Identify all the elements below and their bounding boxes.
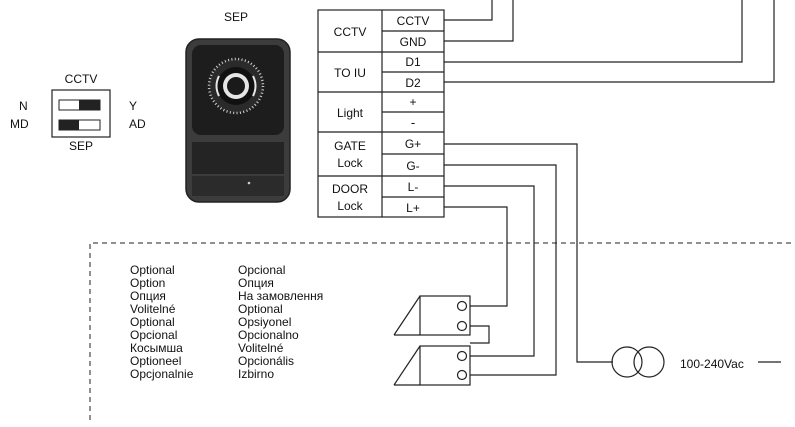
voltage-label-bg [677, 352, 758, 374]
dip-label-bottom: SEP [69, 139, 93, 153]
note-text: Opcionális [238, 354, 294, 368]
dip-label-ad: AD [129, 117, 146, 131]
note-text: Option [130, 276, 165, 290]
electric-lock-icon [393, 345, 471, 386]
note-text: Опция [238, 276, 274, 290]
terminal-l-minus: L- [408, 180, 419, 194]
note-text: Optional [130, 315, 175, 329]
optional-notes-column-1: Optional Option Опция Volitelné Optional… [130, 263, 194, 381]
terminal-light-plus: + [409, 95, 416, 109]
terminal-gnd: GND [400, 35, 427, 49]
electric-lock-icon [393, 295, 471, 336]
terminal-g-plus: G+ [405, 137, 421, 151]
note-text: На замовлення [238, 289, 323, 303]
note-text: Optional [130, 263, 175, 277]
terminal-cctv: CCTV [397, 14, 430, 28]
note-text: Опция [130, 289, 166, 303]
dip-label-top: CCTV [65, 72, 98, 86]
dip-label-y: Y [129, 99, 137, 113]
note-text: Volitelné [238, 341, 284, 355]
optional-area-border [89, 242, 795, 420]
group-label-to-iu: TO IU [334, 66, 366, 80]
dip-label-n: N [19, 99, 28, 113]
note-text: Opcional [238, 263, 285, 277]
terminal-d1: D1 [405, 55, 421, 69]
note-text: Opcionalno [238, 328, 299, 342]
terminal-g-minus: G- [406, 159, 419, 173]
group-label-light: Light [337, 106, 364, 120]
note-text: Volitelné [130, 302, 176, 316]
note-text: Optioneel [130, 354, 181, 368]
note-text: Косымша [130, 341, 183, 355]
note-text: Optional [238, 302, 283, 316]
terminal-block [317, 9, 445, 218]
voltage-label: 100-240Vac [680, 357, 744, 371]
group-label-door-lock: Lock [337, 199, 363, 213]
group-label-gate: GATE [334, 139, 366, 153]
group-label-cctv: CCTV [334, 25, 367, 39]
device-title: SEP [224, 10, 248, 24]
note-text: Opcjonalnie [130, 367, 194, 381]
note-text: Izbirno [238, 367, 274, 381]
group-label-door: DOOR [332, 182, 368, 196]
dip-switch-icon [51, 89, 111, 138]
group-label-gate-lock: Lock [337, 156, 363, 170]
transformer-icon [611, 346, 665, 378]
terminal-l-plus: L+ [406, 201, 420, 215]
door-camera-station-icon [185, 38, 291, 203]
note-text: Opsiyonel [238, 315, 291, 329]
dip-label-md: MD [10, 117, 29, 131]
wiring [444, 0, 781, 376]
terminal-d2: D2 [405, 76, 421, 90]
optional-notes-column-2: Opcional Опция На замовлення Optional Op… [238, 263, 323, 381]
terminal-light-minus: - [411, 115, 415, 130]
note-text: Opcional [130, 328, 177, 342]
